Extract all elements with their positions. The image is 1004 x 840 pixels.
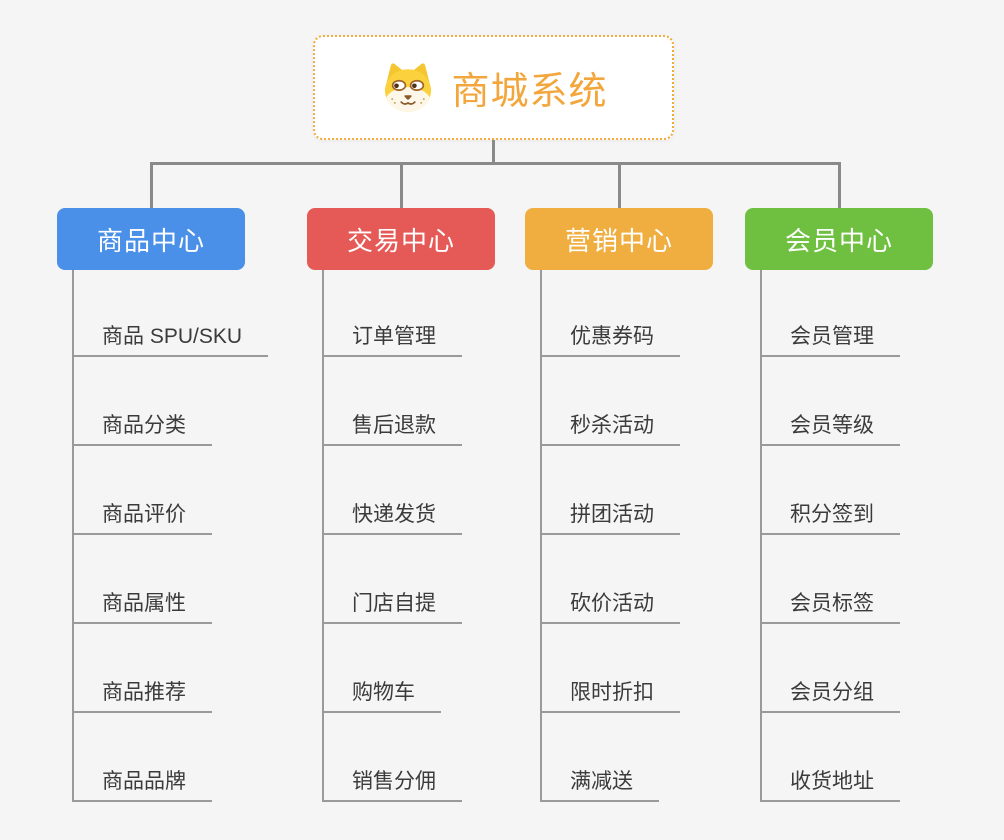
branch-header[interactable]: 会员中心 bbox=[745, 208, 933, 270]
branch-item[interactable]: 砍价活动 bbox=[540, 589, 680, 624]
root-node[interactable]: 商城系统 bbox=[313, 35, 674, 140]
branch-item[interactable]: 商品品牌 bbox=[72, 767, 212, 802]
branch-item[interactable]: 订单管理 bbox=[322, 322, 462, 357]
branch-item[interactable]: 销售分佣 bbox=[322, 767, 462, 802]
connector-line bbox=[149, 162, 841, 165]
dog-face-icon bbox=[379, 61, 437, 115]
branch-item[interactable]: 售后退款 bbox=[322, 411, 462, 446]
branch-item[interactable]: 优惠券码 bbox=[540, 322, 680, 357]
branch-item[interactable]: 限时折扣 bbox=[540, 678, 680, 713]
branch-item[interactable]: 满减送 bbox=[540, 767, 659, 802]
branch-header[interactable]: 营销中心 bbox=[525, 208, 713, 270]
branch-item[interactable]: 商品 SPU/SKU bbox=[72, 322, 269, 357]
connector-line bbox=[837, 162, 841, 208]
branch-item[interactable]: 门店自提 bbox=[322, 589, 462, 624]
branch-item[interactable]: 商品评价 bbox=[72, 500, 212, 535]
branch-trunk-line bbox=[72, 270, 74, 802]
branch-item[interactable]: 积分签到 bbox=[760, 500, 900, 535]
branch-item[interactable]: 秒杀活动 bbox=[540, 411, 680, 446]
connector-line bbox=[399, 162, 403, 208]
root-topic-label: 商城系统 bbox=[451, 71, 608, 113]
branch-header[interactable]: 交易中心 bbox=[307, 208, 495, 270]
branch-item[interactable]: 购物车 bbox=[322, 678, 441, 713]
branch-item[interactable]: 会员等级 bbox=[760, 411, 900, 446]
branch-trunk-line bbox=[322, 270, 324, 802]
branch-item[interactable]: 会员分组 bbox=[760, 678, 900, 713]
connector-line bbox=[492, 140, 495, 162]
connector-line bbox=[149, 162, 153, 208]
branch-item[interactable]: 收货地址 bbox=[760, 767, 900, 802]
branch-item[interactable]: 会员标签 bbox=[760, 589, 900, 624]
branch-item[interactable]: 会员管理 bbox=[760, 322, 900, 357]
connector-line bbox=[617, 162, 621, 208]
branch-item[interactable]: 拼团活动 bbox=[540, 500, 680, 535]
branch-trunk-line bbox=[760, 270, 762, 802]
branch-trunk-line bbox=[540, 270, 542, 802]
branch-item[interactable]: 商品属性 bbox=[72, 589, 212, 624]
branch-item[interactable]: 快递发货 bbox=[322, 500, 462, 535]
branch-item[interactable]: 商品分类 bbox=[72, 411, 212, 446]
branch-item[interactable]: 商品推荐 bbox=[72, 678, 212, 713]
branch-header[interactable]: 商品中心 bbox=[57, 208, 245, 270]
